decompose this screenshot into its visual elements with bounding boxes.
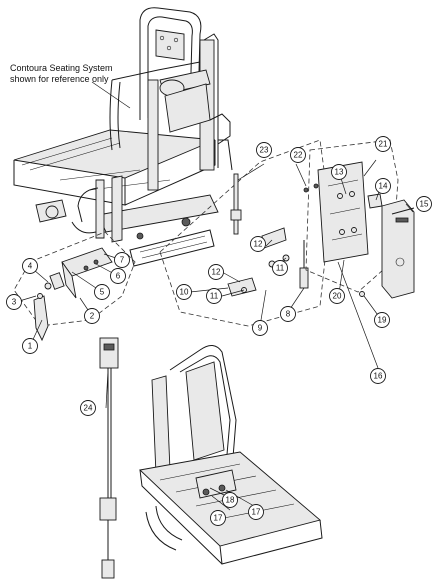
callout-24: 24 <box>80 400 96 416</box>
callout-12: 12 <box>208 264 224 280</box>
callout-circle <box>331 164 347 180</box>
callout-circle <box>22 338 38 354</box>
callout-12: 12 <box>250 236 266 252</box>
callout-4: 4 <box>22 258 38 274</box>
callout-label: 20 <box>333 292 342 301</box>
callout-label: 15 <box>420 200 429 209</box>
callout-5: 5 <box>94 284 110 300</box>
callout-14: 14 <box>375 178 391 194</box>
callout-label: 17 <box>214 514 223 523</box>
callout-circle <box>114 252 130 268</box>
callout-1: 1 <box>22 338 38 354</box>
callout-label: 12 <box>212 268 221 277</box>
callout-circle <box>272 260 288 276</box>
callout-22: 22 <box>290 147 306 163</box>
callout-20: 20 <box>329 288 345 304</box>
callout-17: 17 <box>248 504 264 520</box>
callout-11: 11 <box>206 288 222 304</box>
callout-circle <box>94 284 110 300</box>
callout-circle <box>80 400 96 416</box>
callout-21: 21 <box>375 136 391 152</box>
plate-group-drawing <box>303 161 383 297</box>
contoura-seating-system-drawing <box>13 7 233 267</box>
callout-circle <box>6 294 22 310</box>
callout-label: 11 <box>276 264 285 273</box>
callout-circle <box>416 196 432 212</box>
callout-label: 13 <box>335 168 344 177</box>
callout-label: 23 <box>260 146 269 155</box>
callout-3: 3 <box>6 294 22 310</box>
callout-circle <box>252 320 268 336</box>
callout-label: 10 <box>180 288 189 297</box>
callout-circle <box>248 504 264 520</box>
callout-label: 5 <box>100 288 105 297</box>
callout-label: 6 <box>116 272 121 281</box>
callout-circle <box>290 147 306 163</box>
callout-19: 19 <box>374 312 390 328</box>
callout-15: 15 <box>416 196 432 212</box>
callout-circle <box>375 178 391 194</box>
callout-23: 23 <box>256 142 272 158</box>
callout-circle <box>176 284 192 300</box>
callout-circle <box>250 236 266 252</box>
callout-circle <box>110 268 126 284</box>
callout-circle <box>329 288 345 304</box>
callout-2: 2 <box>84 308 100 324</box>
callout-circle <box>280 306 296 322</box>
callout-label: 22 <box>294 151 303 160</box>
callout-circle <box>374 312 390 328</box>
callout-circle <box>22 258 38 274</box>
callout-8: 8 <box>280 306 296 322</box>
callout-label: 4 <box>28 262 33 271</box>
callout-17: 17 <box>210 510 226 526</box>
callout-label: 19 <box>378 316 387 325</box>
callout-label: 21 <box>379 140 388 149</box>
reference-note-line2: shown for reference only <box>10 74 109 84</box>
callout-circle <box>256 142 272 158</box>
bracket-group-outline <box>13 231 136 327</box>
callout-16: 16 <box>370 368 386 384</box>
callout-10: 10 <box>176 284 192 300</box>
mount-group-outline <box>159 139 331 327</box>
callout-6: 6 <box>110 268 126 284</box>
cable-harness-drawing <box>99 337 119 579</box>
callout-label: 8 <box>286 310 291 319</box>
callout-circle <box>84 308 100 324</box>
reference-note-line1: Contoura Seating System <box>10 63 113 73</box>
callout-circle <box>206 288 222 304</box>
controller-module-drawing <box>381 199 415 299</box>
callout-label: 1 <box>28 342 33 351</box>
callout-13: 13 <box>331 164 347 180</box>
callout-label: 17 <box>252 508 261 517</box>
callout-label: 16 <box>374 372 383 381</box>
reference-note: Contoura Seating System shown for refere… <box>10 63 113 85</box>
callout-11: 11 <box>272 260 288 276</box>
callout-label: 7 <box>120 256 125 265</box>
callout-circle <box>222 492 238 508</box>
callout-18: 18 <box>222 492 238 508</box>
callout-circle <box>370 368 386 384</box>
callout-label: 24 <box>84 404 93 413</box>
callout-label: 12 <box>254 240 263 249</box>
seat-frame-drawing <box>139 345 323 565</box>
callout-label: 11 <box>210 292 219 301</box>
callout-label: 3 <box>12 298 17 307</box>
callout-9: 9 <box>252 320 268 336</box>
reference-note-leader <box>91 81 131 109</box>
callout-label: 2 <box>90 312 95 321</box>
mount-group-drawing <box>227 173 309 297</box>
callout-circle <box>375 136 391 152</box>
callout-label: 18 <box>226 496 235 505</box>
callout-label: 14 <box>379 182 388 191</box>
callout-circle <box>208 264 224 280</box>
callout-circle <box>210 510 226 526</box>
callout-label: 9 <box>258 324 263 333</box>
callout-7: 7 <box>114 252 130 268</box>
